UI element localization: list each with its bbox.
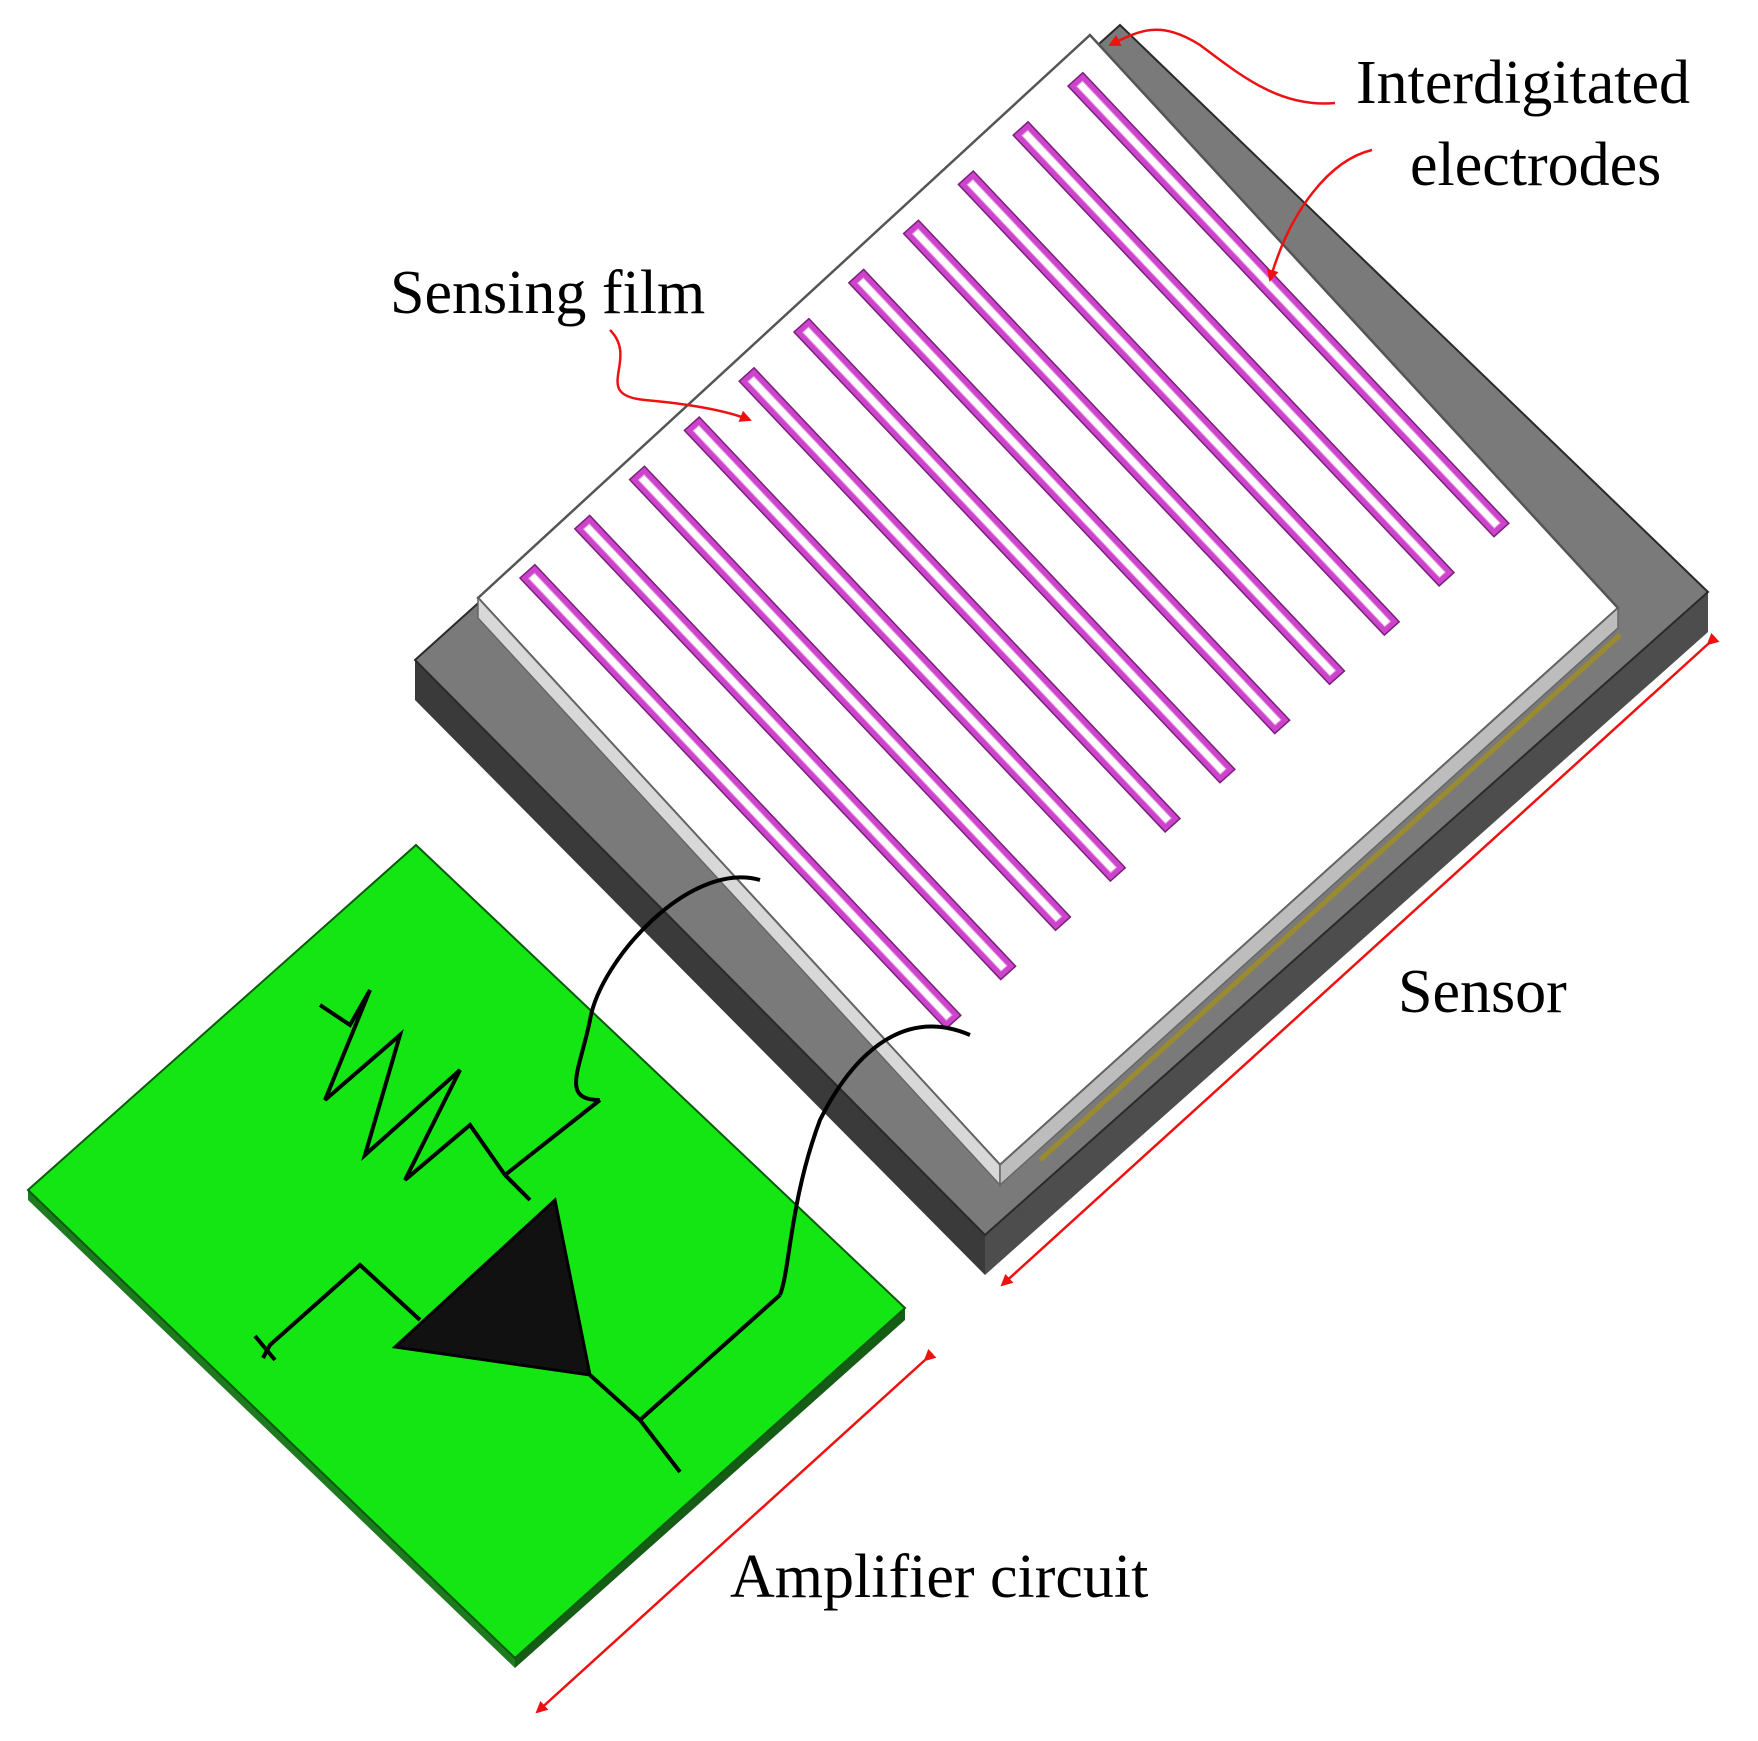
op-amp-symbol [391,1197,592,1377]
interdigitated-leader-2 [1266,148,1373,282]
electrode-finger [966,178,1392,628]
sensor-dimension-arrow [1000,632,1720,1287]
bonding-wires [574,875,971,1296]
electrode-finger [527,572,953,1022]
resistor-symbol [318,989,507,1182]
ground-tick [253,1334,277,1362]
junction-wire [503,1173,532,1202]
interdigitated-leader-1 [1108,28,1336,105]
substrate-left-face [415,660,985,1275]
bonding-wire-2 [778,1024,971,1296]
electrode-finger [1021,129,1447,579]
feedback-wire [503,1098,602,1177]
sensor-label: Sensor [1398,958,1567,1026]
board-front-edge [28,1190,515,1668]
annotation-arrows [535,28,1720,1714]
bonding-wire-1 [574,875,761,1102]
electrode-finger [1075,80,1501,530]
interdigitated-label-line1: Interdigitated [1356,49,1690,117]
sensing-film-leader [609,329,752,422]
electrode-fingers [518,71,1510,1030]
amplifier-circuit-label: Amplifier circuit [730,1543,1148,1611]
interdigitated-label-line2: electrodes [1410,131,1661,199]
sensing-film-label: Sensing film [390,259,705,327]
amplifier-dimension-arrow [535,1348,937,1714]
